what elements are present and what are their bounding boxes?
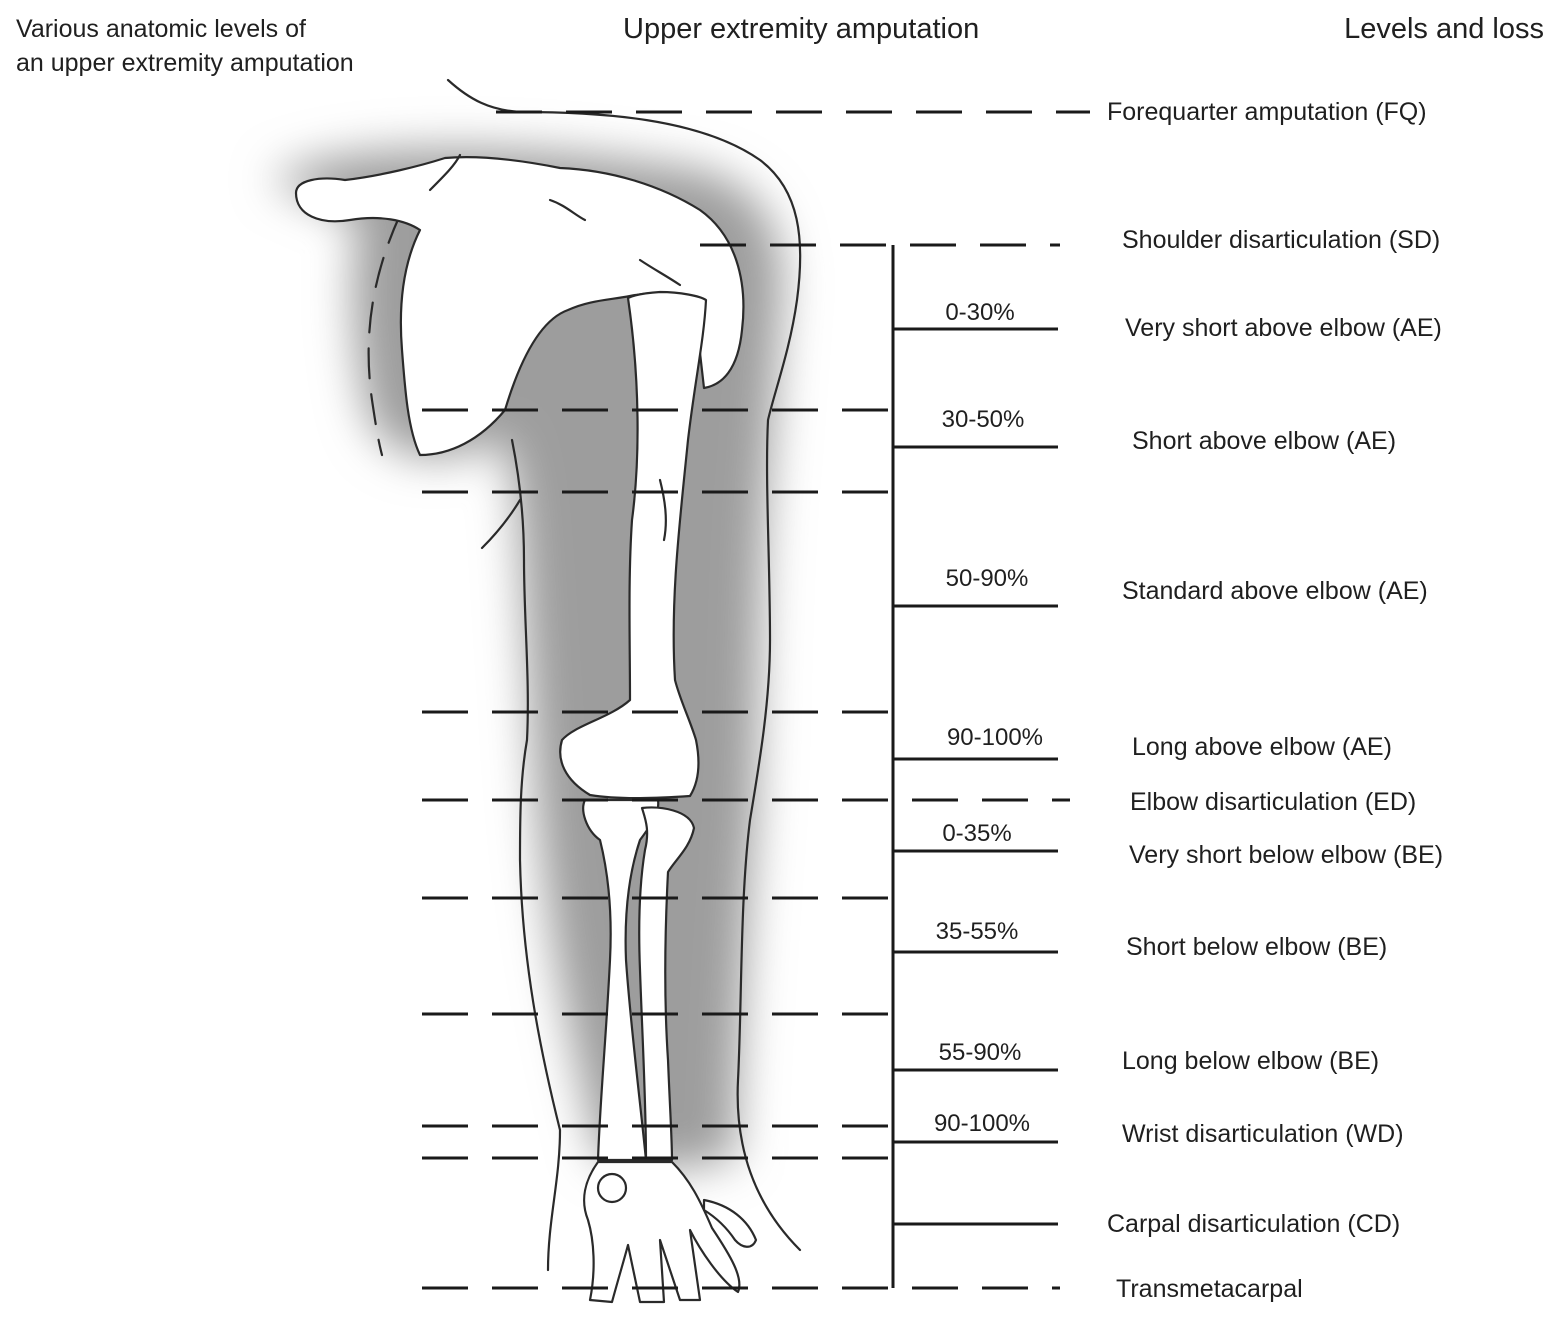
percent-label: 90-100% — [947, 724, 1043, 751]
level-label: Very short above elbow (AE) — [1125, 314, 1442, 342]
level-label: Forequarter amputation (FQ) — [1107, 98, 1427, 126]
humerus-bone — [559, 290, 708, 800]
level-label: Short below elbow (BE) — [1126, 933, 1387, 961]
levels-column-title: Levels and loss — [1344, 13, 1544, 45]
level-label: Long below elbow (BE) — [1122, 1047, 1379, 1075]
level-label: Elbow disarticulation (ED) — [1130, 788, 1416, 816]
percent-label: 30-50% — [942, 406, 1025, 433]
level-label: Short above elbow (AE) — [1132, 427, 1396, 455]
level-label: Standard above elbow (AE) — [1122, 577, 1428, 605]
level-labels: Forequarter amputation (FQ) Shoulder dis… — [1107, 98, 1443, 1303]
percent-label: 50-90% — [946, 565, 1029, 592]
percent-label: 35-55% — [936, 918, 1019, 945]
level-scale — [891, 245, 1058, 1288]
level-label: Transmetacarpal — [1116, 1275, 1303, 1303]
level-label: Wrist disarticulation (WD) — [1122, 1120, 1404, 1148]
percent-label: 0-30% — [945, 299, 1014, 326]
diagram-title: Upper extremity amputation — [623, 13, 980, 45]
percent-label: 0-35% — [942, 820, 1011, 847]
hand-bones — [583, 1160, 758, 1304]
level-label: Shoulder disarticulation (SD) — [1122, 226, 1440, 254]
level-label: Very short below elbow (BE) — [1129, 841, 1443, 869]
arm-skin-outline — [367, 78, 802, 1272]
amputation-dashed-lines — [422, 110, 1090, 1290]
level-label: Long above elbow (AE) — [1132, 733, 1392, 761]
diagram-caption: Various anatomic levels of an upper extr… — [16, 15, 354, 77]
percent-label: 55-90% — [939, 1039, 1022, 1066]
forearm-bones — [582, 798, 696, 1162]
level-label: Carpal disarticulation (CD) — [1107, 1210, 1400, 1238]
percent-label: 90-100% — [934, 1110, 1030, 1137]
percent-labels: 0-30% 30-50% 50-90% 90-100% 0-35% 35-55%… — [934, 299, 1043, 1137]
